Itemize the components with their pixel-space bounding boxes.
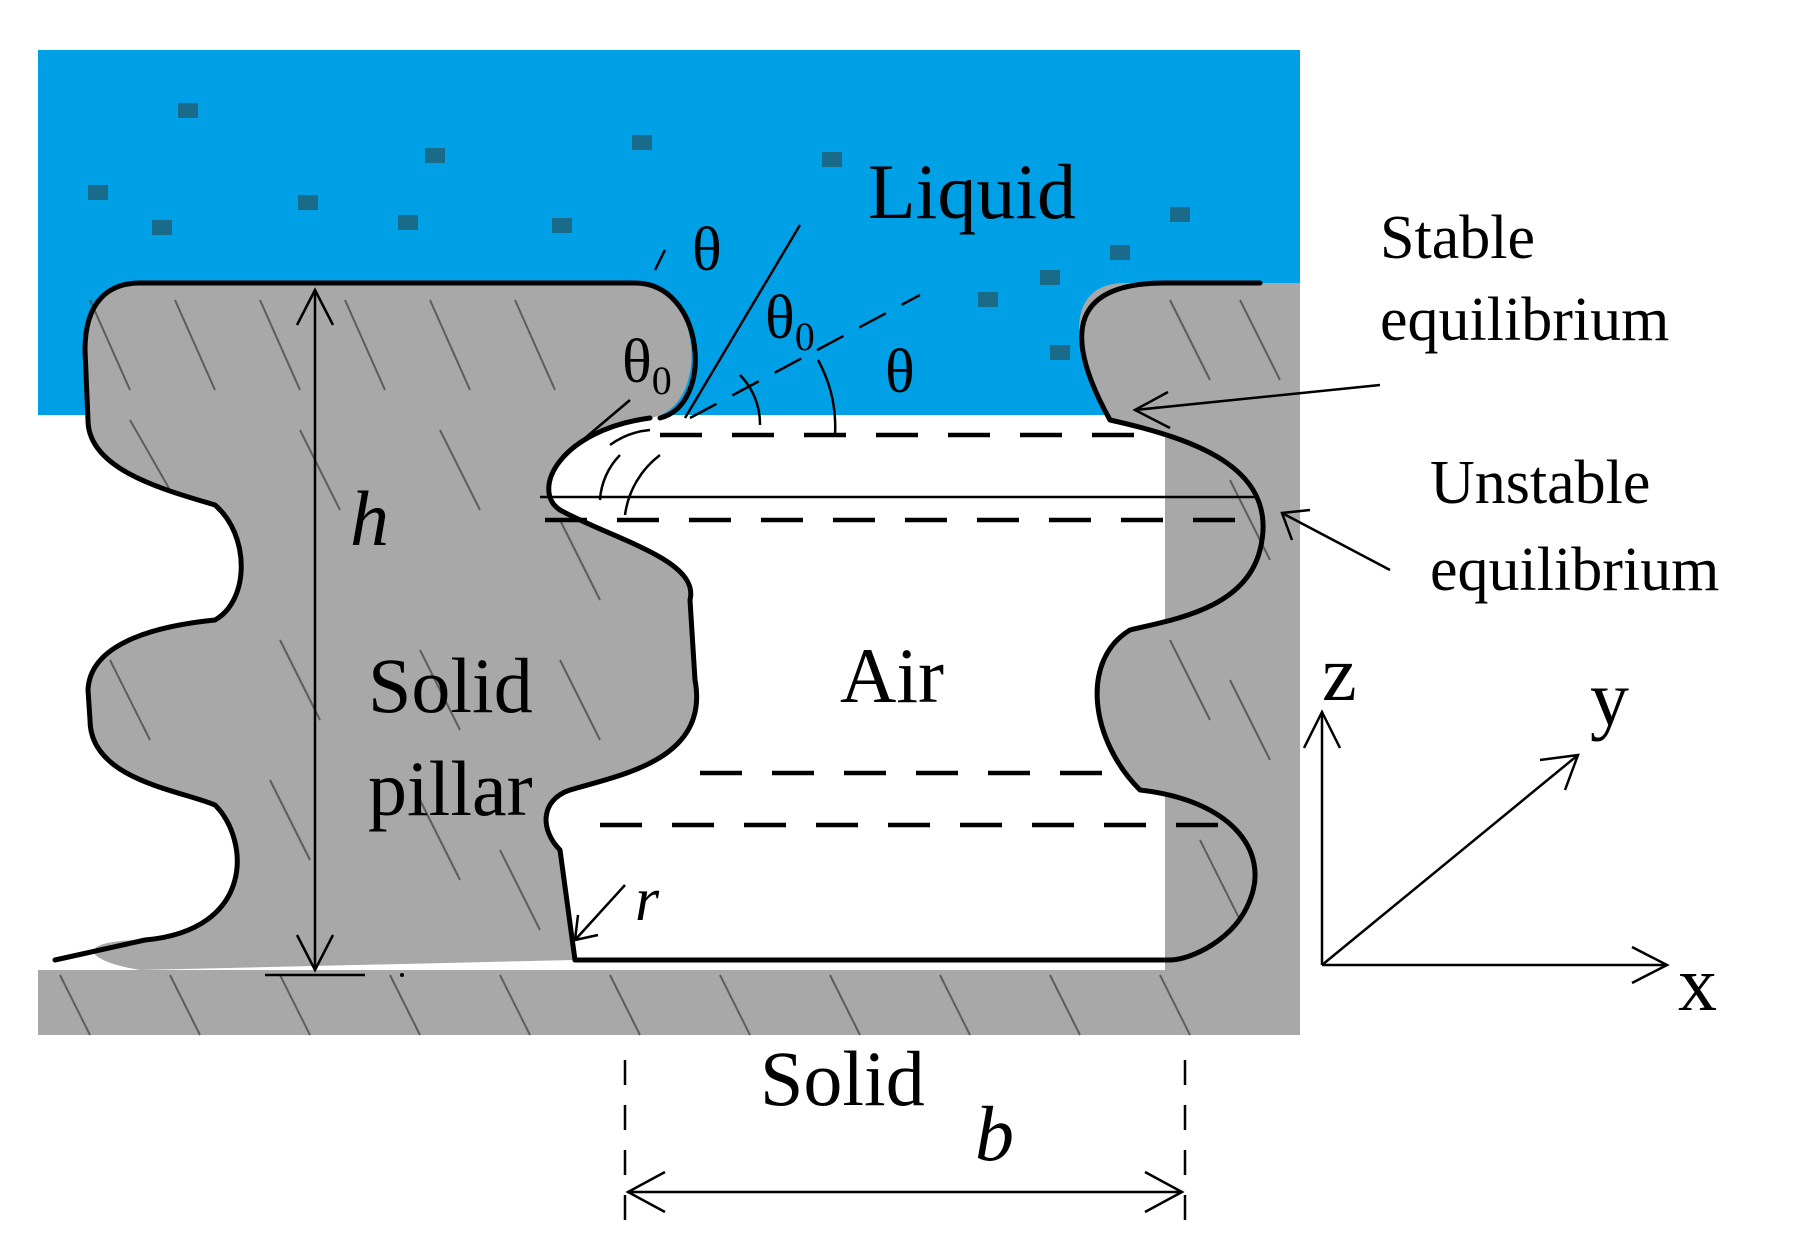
air-label: Air [840, 632, 944, 719]
unstable-label-line2: equilibrium [1430, 536, 1719, 604]
right-pillar-outline [1079, 280, 1266, 963]
angle-construction [564, 224, 921, 516]
axis-x-label: x [1678, 940, 1717, 1027]
solid-pillar-label-line1: Solid [368, 642, 533, 729]
solid-label: Solid [760, 1035, 925, 1122]
radius-arrow [573, 884, 626, 942]
theta0-label-upper: θ0 [765, 284, 815, 359]
stable-label-line1: Stable [1380, 204, 1535, 272]
unstable-pointer-arrow [1280, 508, 1391, 572]
liquid-label: Liquid [868, 148, 1076, 235]
solid-right-pillar [1079, 283, 1300, 970]
solid-pillar-label-line2: pillar [368, 745, 533, 832]
theta0-label-left: θ0 [622, 328, 672, 403]
theta-label-right: θ [885, 338, 915, 406]
stable-pointer-arrow [1132, 383, 1381, 430]
solid-pillar [85, 283, 697, 970]
width-label: b [975, 1090, 1014, 1177]
width-arrow [623, 1060, 1187, 1235]
height-label: h [350, 475, 389, 562]
liquid-particles [88, 103, 1190, 360]
unstable-label-line1: Unstable [1430, 449, 1650, 517]
theta-label-upper: θ [692, 216, 722, 284]
radius-label: r [635, 866, 660, 934]
axis-z-label: z [1322, 630, 1357, 717]
left-pillar-outline [52, 280, 1173, 963]
coordinate-axes [1302, 709, 1670, 985]
solid-base [38, 970, 1300, 1035]
stable-label-line2: equilibrium [1380, 286, 1669, 354]
axis-y-label: y [1590, 655, 1629, 742]
height-arrow [265, 287, 404, 977]
solid-hatching [59, 299, 1281, 1036]
